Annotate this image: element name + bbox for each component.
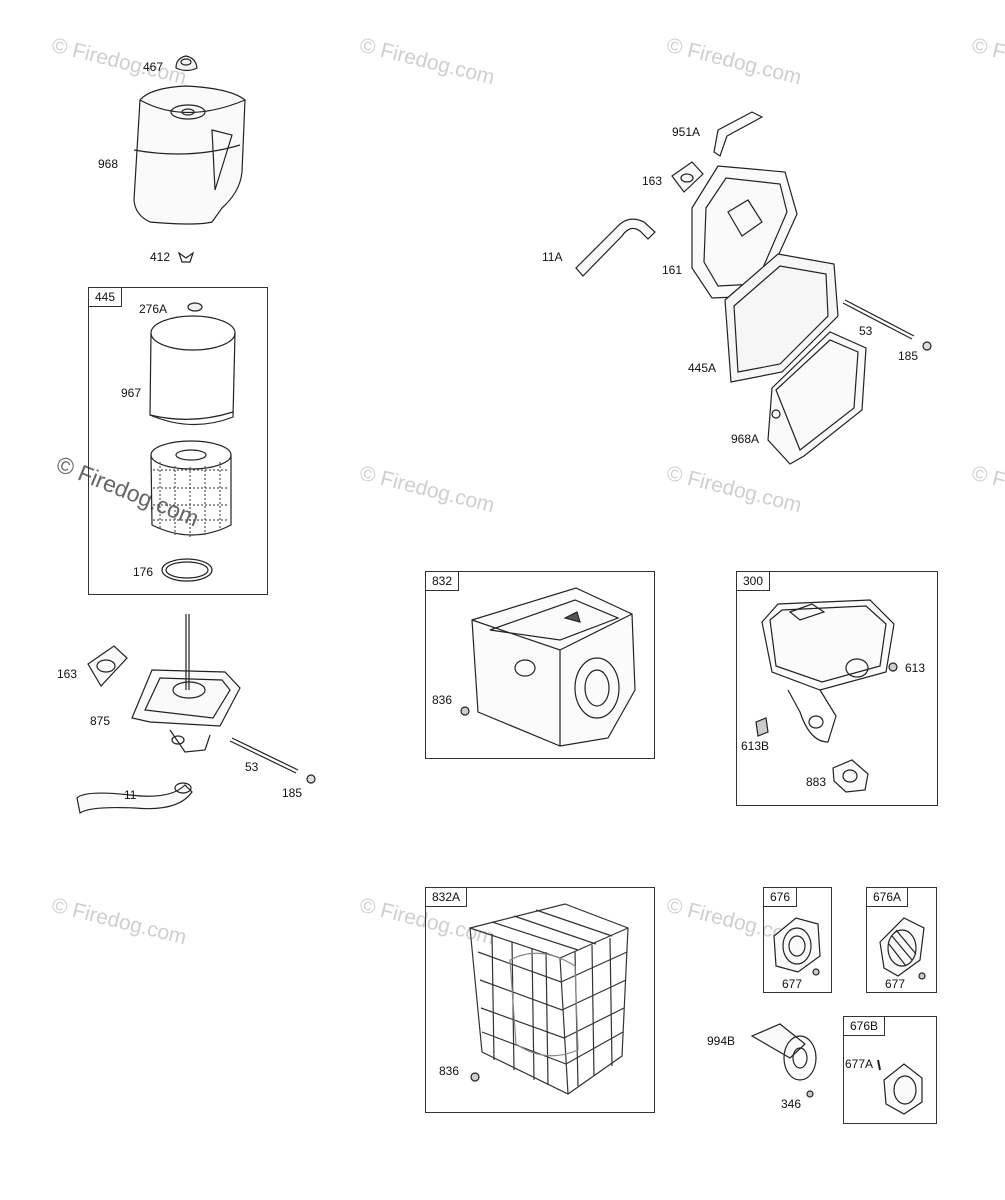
label-163-left: 163	[57, 667, 78, 681]
part-677-screw	[813, 969, 819, 975]
part-163-gasket-left	[88, 646, 127, 686]
part-185-nut-right	[923, 342, 931, 350]
part-276A-grommet	[188, 303, 202, 311]
label-994B: 994B	[707, 1034, 736, 1048]
guard-832A-title: 832A	[425, 887, 468, 907]
label-185-right: 185	[898, 349, 919, 363]
part-968-cover	[134, 86, 245, 224]
label-951A: 951A	[672, 125, 701, 139]
part-676-deflector	[774, 918, 820, 972]
guard-832A-box: 832A	[425, 887, 655, 1113]
label-176: 176	[133, 565, 154, 579]
shroud-832-title: 832	[425, 571, 460, 591]
part-836-screw-guard	[471, 1073, 479, 1081]
part-951A-bracket	[714, 112, 762, 156]
part-412-wingnut	[179, 253, 193, 262]
label-613: 613	[905, 661, 926, 675]
part-832-shroud	[472, 588, 635, 746]
label-53-right: 53	[859, 324, 873, 338]
part-53-bolt-left	[230, 738, 298, 773]
label-185-left: 185	[282, 786, 303, 800]
muffler-300-box: 300	[736, 571, 938, 806]
part-883-gasket	[833, 760, 868, 792]
label-161: 161	[662, 263, 683, 277]
part-676B-deflector	[878, 1060, 922, 1114]
part-300-muffler	[762, 600, 894, 742]
filter-kit-title: 445	[88, 287, 123, 307]
label-875: 875	[90, 714, 111, 728]
part-994B-outlet	[752, 1024, 816, 1080]
part-filter-cartridge	[151, 441, 231, 538]
label-467: 467	[143, 60, 164, 74]
shroud-832-box: 832	[425, 571, 655, 759]
label-677: 677	[782, 977, 803, 991]
deflector-676-box: 676	[763, 887, 832, 993]
part-445A-filter	[725, 254, 838, 382]
part-467-knob	[176, 56, 197, 71]
deflector-676A-box: 676A	[866, 887, 937, 993]
part-11-tube	[77, 783, 192, 813]
label-163-right: 163	[642, 174, 663, 188]
label-11: 11	[124, 788, 137, 802]
part-163-gasket-right	[672, 162, 703, 192]
part-967-precleaner	[150, 316, 235, 425]
deflector-676-title: 676	[763, 887, 798, 907]
label-276A: 276A	[139, 302, 168, 316]
label-677A: 677A	[845, 1057, 874, 1071]
label-346: 346	[781, 1097, 802, 1111]
part-613B-fitting	[756, 718, 768, 736]
part-11A-tube	[576, 219, 655, 276]
muffler-300-title: 300	[736, 571, 771, 591]
part-968A-cover	[768, 332, 866, 464]
label-836: 836	[432, 693, 453, 707]
label-883: 883	[806, 775, 827, 789]
deflector-676B-box: 676B	[843, 1016, 937, 1124]
part-677-screw-b	[919, 973, 925, 979]
part-53-bolt-right	[843, 300, 914, 339]
label-445A: 445A	[688, 361, 717, 375]
part-613-plug	[889, 663, 897, 671]
label-11A: 11A	[542, 250, 563, 264]
label-967: 967	[121, 386, 142, 400]
label-53-left: 53	[245, 760, 259, 774]
part-346-screw	[807, 1091, 813, 1097]
deflector-676B-title: 676B	[843, 1016, 886, 1036]
label-613B: 613B	[741, 739, 770, 753]
part-676A-deflector	[880, 918, 924, 976]
label-968: 968	[98, 157, 119, 171]
filter-kit-box: 445	[88, 287, 268, 595]
label-968A: 968A	[731, 432, 760, 446]
part-185-nut-left	[307, 775, 315, 783]
deflector-676A-title: 676A	[866, 887, 909, 907]
part-832A-guard	[470, 904, 628, 1094]
label-412: 412	[150, 250, 171, 264]
label-836-guard: 836	[439, 1064, 460, 1078]
part-176-gasket	[162, 559, 212, 581]
part-875-base	[132, 614, 240, 752]
label-677-b: 677	[885, 977, 906, 991]
part-836-screw	[461, 707, 469, 715]
